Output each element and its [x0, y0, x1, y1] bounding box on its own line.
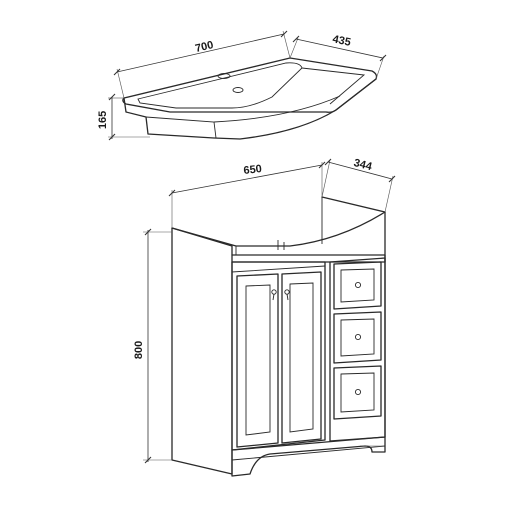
cabinet-front-frame — [231, 261, 326, 451]
cabinet-top-fascia — [231, 254, 386, 263]
drawer-middle-knob — [354, 333, 362, 341]
right-door-knob — [284, 289, 290, 295]
cabinet-depth-label: 344 — [352, 157, 374, 173]
right-door[interactable] — [281, 271, 322, 444]
drawer-bottom-knob — [354, 388, 362, 396]
cabinet-drawing — [171, 196, 386, 477]
tap-hole — [217, 73, 231, 79]
basin-apron — [123, 78, 377, 140]
basin-depth-label: 435 — [331, 33, 351, 49]
left-door-knob — [271, 289, 277, 295]
cabinet-height-dimension: 800 — [133, 228, 172, 464]
cabinet-left-side — [171, 227, 233, 475]
cabinet-width-label: 650 — [243, 163, 263, 177]
drain-hole — [232, 87, 244, 93]
basin-height-dimension: 165 — [97, 93, 150, 141]
cabinet-plinth — [231, 436, 386, 477]
basin-width-dimension: 700 — [113, 30, 291, 99]
drawer-column — [329, 257, 386, 442]
drawer-bottom[interactable] — [333, 365, 382, 420]
drawer-top[interactable] — [333, 261, 382, 310]
basin-rim — [122, 57, 378, 113]
cabinet-right-side — [321, 196, 386, 438]
basin-drawing — [122, 57, 378, 140]
left-door[interactable] — [236, 273, 279, 448]
cabinet-width-dimension: 650 — [168, 161, 326, 228]
cabinet-height-label: 800 — [133, 341, 145, 359]
cabinet-depth-dimension: 344 — [321, 157, 396, 213]
basin-deck — [301, 67, 366, 105]
basin-bowl — [137, 62, 303, 109]
drawer-middle[interactable] — [333, 311, 382, 364]
drawer-top-knob — [354, 281, 362, 289]
basin-depth-dimension: 435 — [289, 33, 387, 80]
basin-width-label: 700 — [194, 39, 215, 55]
basin-height-label: 165 — [97, 111, 109, 129]
cabinet-top-rim — [171, 211, 386, 247]
